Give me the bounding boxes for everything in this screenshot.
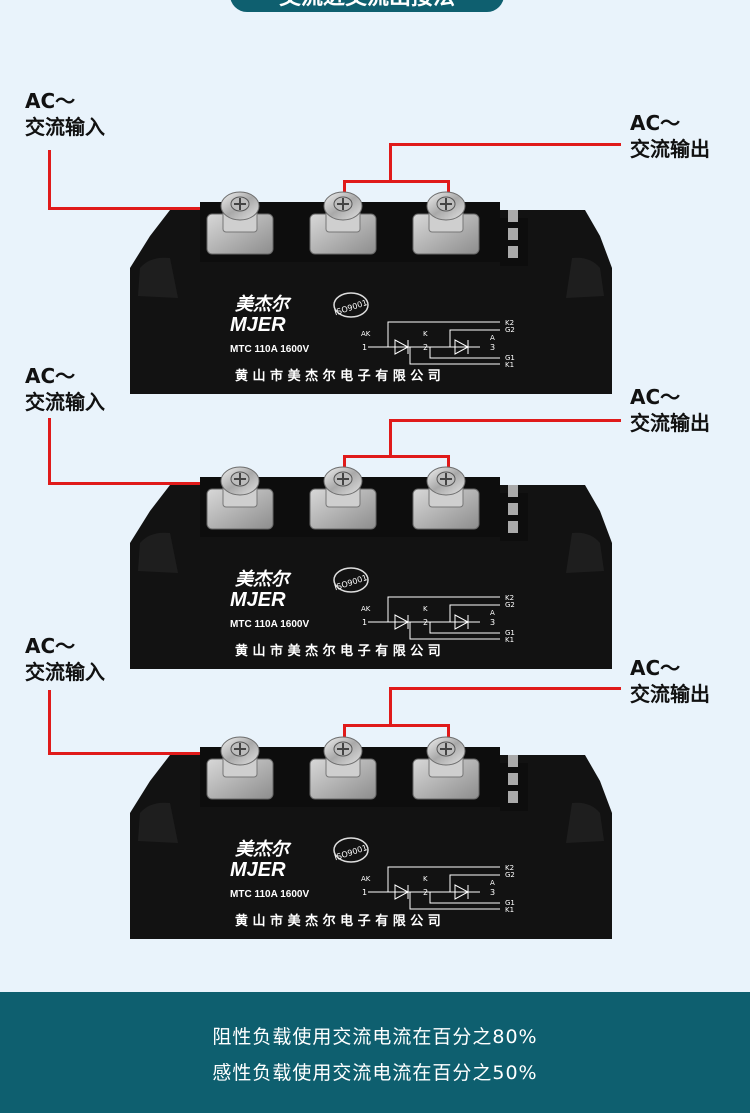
pin-g2: G2 bbox=[505, 601, 515, 609]
section-title-pill: 交流进交流出接法 bbox=[230, 0, 504, 12]
pin-g1: G1 bbox=[505, 899, 515, 907]
brand-en: MJER bbox=[230, 314, 286, 336]
pin-ak: AK bbox=[361, 330, 371, 338]
input-wire-horizontal bbox=[48, 207, 233, 210]
model-text: MTC 110A 1600V bbox=[230, 889, 309, 900]
pin-k1: K1 bbox=[505, 906, 514, 914]
output-wire-drop bbox=[389, 687, 392, 725]
pin-k: K bbox=[423, 330, 428, 338]
pin-ak: AK bbox=[361, 605, 371, 613]
pin-g2: G2 bbox=[505, 326, 515, 334]
output-wire-drop bbox=[389, 143, 392, 181]
ac-input-line1: AC～ bbox=[25, 634, 76, 658]
resistive-load-note: 阻性负载使用交流电流在百分之80% bbox=[212, 1026, 538, 1048]
output-wire-right-leg bbox=[447, 180, 450, 202]
ac-input-line2: 交流输入 bbox=[25, 390, 105, 414]
ac-input-line2: 交流输入 bbox=[25, 660, 105, 684]
pin-a: A bbox=[490, 609, 495, 617]
output-wire-drop bbox=[389, 419, 392, 456]
pin-k1: K1 bbox=[505, 636, 514, 644]
ac-output-line2: 交流输出 bbox=[630, 682, 710, 706]
ac-input-line2: 交流输入 bbox=[25, 115, 105, 139]
output-wire-top bbox=[389, 143, 621, 146]
output-wire-right-leg bbox=[447, 724, 450, 746]
output-wire-top bbox=[389, 687, 621, 690]
pin-1: 1 bbox=[362, 888, 367, 897]
pin-a: A bbox=[490, 879, 495, 887]
output-wire-top bbox=[389, 419, 621, 422]
thyristor-module-1: 美杰尔 MJER ISO9001 MTC 110A 1600V 黄 山 市 美 … bbox=[130, 118, 612, 394]
pin-1: 1 bbox=[362, 618, 367, 627]
input-wire-vertical bbox=[48, 690, 51, 755]
ac-output-line2: 交流输出 bbox=[630, 411, 710, 435]
output-wire-bridge bbox=[343, 724, 450, 727]
ac-output-label: AC～ 交流输出 bbox=[630, 110, 710, 162]
pin-2: 2 bbox=[423, 618, 428, 627]
input-wire-vertical bbox=[48, 150, 51, 210]
pin-g1: G1 bbox=[505, 629, 515, 637]
company-name: 黄 山 市 美 杰 尔 电 子 有 限 公 司 bbox=[235, 643, 441, 659]
pin-3: 3 bbox=[490, 888, 495, 897]
ac-input-label: AC～ 交流输入 bbox=[25, 363, 105, 415]
ac-output-line1: AC～ bbox=[630, 111, 681, 135]
output-wire-left-leg bbox=[343, 455, 346, 477]
brand-cn: 美杰尔 bbox=[235, 839, 292, 860]
pin-k2: K2 bbox=[505, 864, 514, 872]
ac-input-line1: AC～ bbox=[25, 89, 76, 113]
section-title: 交流进交流出接法 bbox=[279, 0, 455, 10]
company-name: 黄 山 市 美 杰 尔 电 子 有 限 公 司 bbox=[235, 368, 441, 384]
pin-3: 3 bbox=[490, 343, 495, 352]
footer-note-panel: 阻性负载使用交流电流在百分之80% 感性负载使用交流电流在百分之50% bbox=[0, 992, 750, 1113]
ac-input-label: AC～ 交流输入 bbox=[25, 88, 105, 140]
ac-output-line1: AC～ bbox=[630, 656, 681, 680]
output-wire-bridge bbox=[343, 455, 450, 458]
pin-2: 2 bbox=[423, 343, 428, 352]
pin-a: A bbox=[490, 334, 495, 342]
ac-input-label: AC～ 交流输入 bbox=[25, 633, 105, 685]
ac-output-label: AC～ 交流输出 bbox=[630, 655, 710, 707]
input-wire-horizontal bbox=[48, 752, 233, 755]
model-text: MTC 110A 1600V bbox=[230, 619, 309, 630]
brand-cn: 美杰尔 bbox=[235, 569, 292, 590]
pin-1: 1 bbox=[362, 343, 367, 352]
input-wire-vertical bbox=[48, 418, 51, 484]
pin-2: 2 bbox=[423, 888, 428, 897]
inductive-load-note: 感性负载使用交流电流在百分之50% bbox=[212, 1062, 538, 1084]
output-wire-right-leg bbox=[447, 455, 450, 477]
pin-k: K bbox=[423, 605, 428, 613]
pin-g1: G1 bbox=[505, 354, 515, 362]
output-wire-left-leg bbox=[343, 180, 346, 202]
brand-en: MJER bbox=[230, 589, 286, 611]
ac-input-line1: AC～ bbox=[25, 364, 76, 388]
pin-ak: AK bbox=[361, 875, 371, 883]
thyristor-module-3: 美杰尔 MJER ISO9001 MTC 110A 1600V 黄 山 市 美 … bbox=[130, 663, 612, 939]
pin-3: 3 bbox=[490, 618, 495, 627]
pin-g2: G2 bbox=[505, 871, 515, 879]
pin-k1: K1 bbox=[505, 361, 514, 369]
brand-cn: 美杰尔 bbox=[235, 294, 292, 315]
brand-en: MJER bbox=[230, 859, 286, 881]
pin-k2: K2 bbox=[505, 319, 514, 327]
ac-output-line2: 交流输出 bbox=[630, 137, 710, 161]
pin-k2: K2 bbox=[505, 594, 514, 602]
input-wire-horizontal bbox=[48, 482, 233, 485]
ac-output-line1: AC～ bbox=[630, 385, 681, 409]
thyristor-module-2: 美杰尔 MJER ISO9001 MTC 110A 1600V 黄 山 市 美 … bbox=[130, 393, 612, 669]
model-text: MTC 110A 1600V bbox=[230, 344, 309, 355]
company-name: 黄 山 市 美 杰 尔 电 子 有 限 公 司 bbox=[235, 913, 441, 929]
pin-k: K bbox=[423, 875, 428, 883]
output-wire-bridge bbox=[343, 180, 450, 183]
ac-output-label: AC～ 交流输出 bbox=[630, 384, 710, 436]
output-wire-left-leg bbox=[343, 724, 346, 746]
